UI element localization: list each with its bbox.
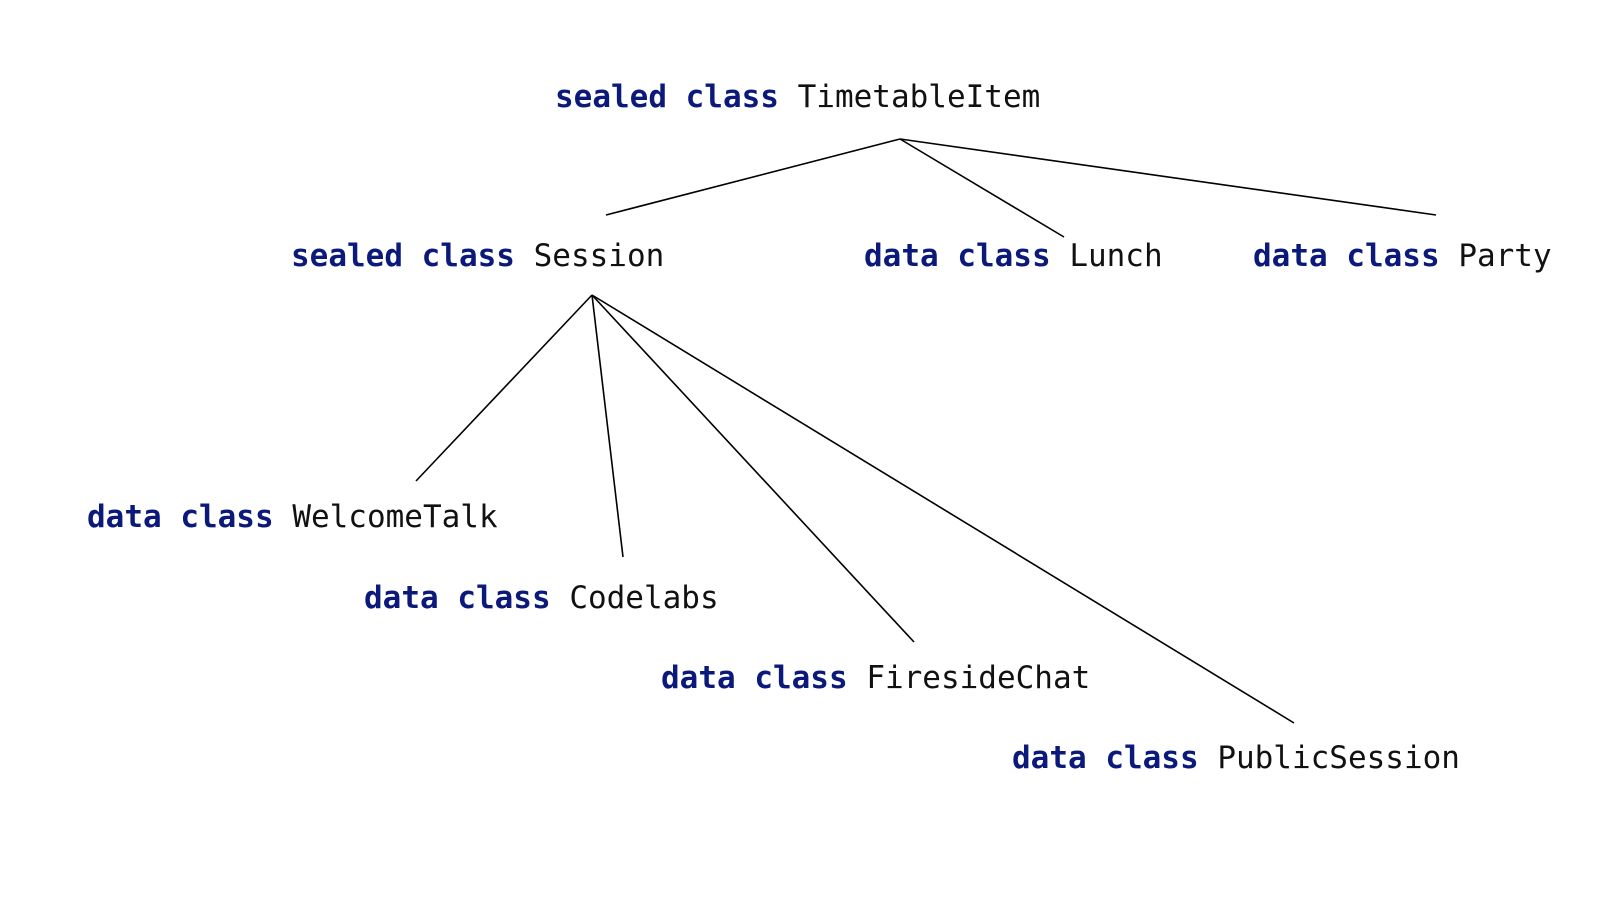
node-timetable-item: sealed class TimetableItem	[555, 77, 1040, 117]
node-class-name: Lunch	[1069, 238, 1163, 274]
node-keyword: data class	[864, 238, 1051, 274]
edge-session-publicsession	[591, 294, 1295, 724]
node-welcome-talk: data class WelcomeTalk	[87, 497, 498, 537]
node-fireside-chat: data class FiresideChat	[661, 658, 1090, 698]
edge-session-firesidechat	[591, 294, 915, 643]
node-class-name: Session	[533, 238, 665, 274]
node-codelabs: data class Codelabs	[364, 578, 719, 618]
edge-timetableitem-lunch	[899, 138, 1065, 238]
edge-timetableitem-session	[605, 138, 901, 216]
node-class-name: FiresideChat	[866, 660, 1091, 696]
node-class-name: WelcomeTalk	[292, 499, 498, 535]
node-lunch: data class Lunch	[864, 236, 1163, 276]
edge-timetableitem-party	[899, 138, 1437, 216]
edge-session-welcometalk	[415, 294, 593, 482]
node-keyword: data class	[1012, 740, 1199, 776]
node-keyword: data class	[364, 580, 551, 616]
node-party: data class Party	[1253, 236, 1552, 276]
node-class-name: TimetableItem	[797, 79, 1041, 115]
node-class-name: Party	[1458, 238, 1552, 274]
node-keyword: data class	[87, 499, 274, 535]
node-keyword: sealed class	[555, 79, 779, 115]
node-public-session: data class PublicSession	[1012, 738, 1460, 778]
node-keyword: data class	[661, 660, 848, 696]
node-keyword: sealed class	[291, 238, 515, 274]
node-keyword: data class	[1253, 238, 1440, 274]
node-class-name: Codelabs	[569, 580, 719, 616]
node-session: sealed class Session	[291, 236, 664, 276]
node-class-name: PublicSession	[1217, 740, 1460, 776]
edge-session-codelabs	[591, 294, 624, 558]
